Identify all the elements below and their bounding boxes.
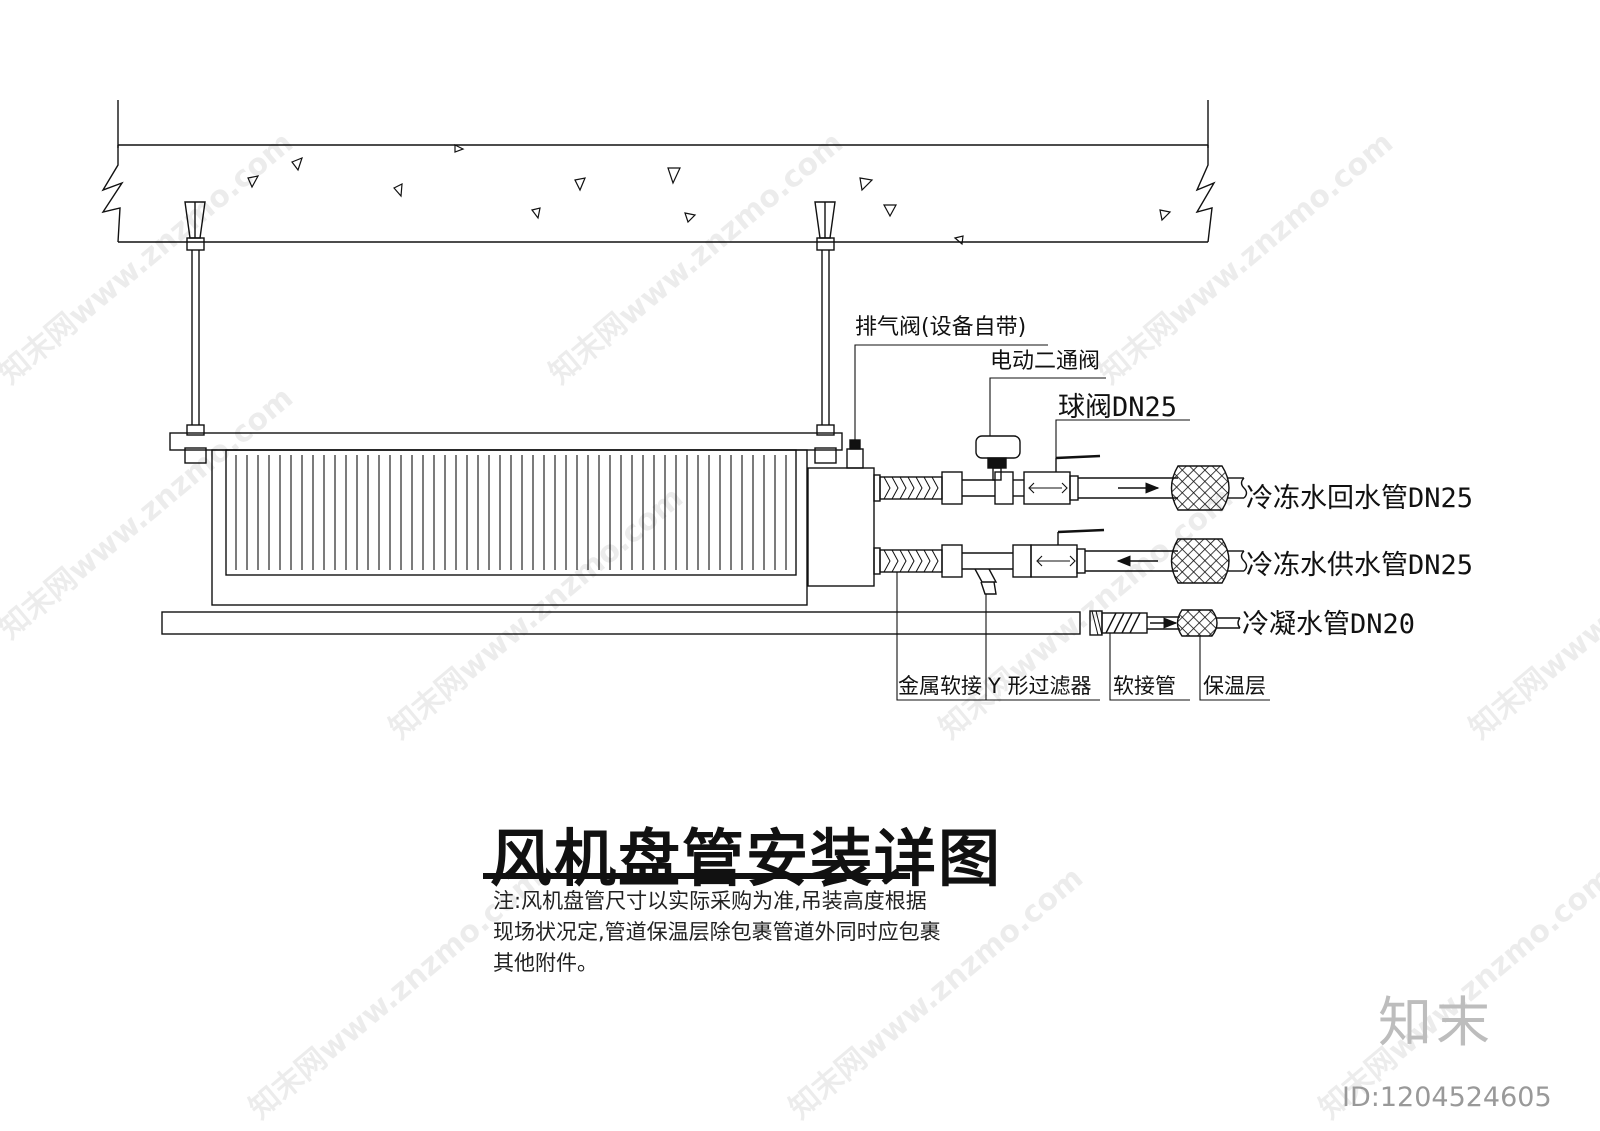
drawing-note: 注:风机盘管尺寸以实际采购为准,吊装高度根据现场状况定,管道保温层除包裹管道外同… [493,889,941,975]
watermark-4: 知末网www.znzmo.com [0,380,300,646]
hanger-rod-right [814,201,837,464]
brand-logo: 知末 [1378,991,1494,1054]
watermark-1: 知末网www.znzmo.com [0,125,300,391]
hanger-rod-left [184,201,207,464]
y-strainer [974,568,998,595]
label-supply-pipe: 冷冻水供水管DN25 [1246,550,1473,581]
motor-valve-actuator [975,435,1021,481]
ball-valve-return [1023,454,1101,505]
fan-coil-unit [161,432,1081,635]
label-air-vent: 排气阀(设备自带) [855,315,1026,340]
watermark-5: 知末网www.znzmo.com [383,480,690,746]
concrete-slab [101,100,1216,246]
leader-lines [854,344,1270,701]
insulation-supply [1170,538,1248,584]
unit-grille [235,455,787,570]
label-metal-flex: 金属软接 [898,674,982,698]
air-vent-valve [846,439,864,469]
label-ball-valve: 球阀DN25 [1058,392,1177,423]
label-motor-valve: 电动二通阀 [990,349,1100,374]
ball-valve-supply [1030,528,1105,578]
watermark-3: 知末网www.znzmo.com [1093,125,1400,391]
insulation-condensate [1176,609,1241,637]
drawing-title: 风机盘管安装详图 [490,822,1003,895]
label-condensate-pipe: 冷凝水管DN20 [1242,609,1415,640]
condensate-line [1089,609,1241,637]
supply-water-line [873,528,1248,595]
label-return-pipe: 冷冻水回水管DN25 [1246,483,1473,514]
label-insulation: 保温层 [1203,674,1266,698]
title-underline [483,873,910,879]
watermark-7: 知末网www.znzmo.com [1463,480,1600,746]
watermark-2: 知末网www.znzmo.com [543,125,850,391]
return-water-line [873,435,1248,511]
label-y-strainer: Y 形过滤器 [987,674,1092,698]
label-flex-pipe: 软接管 [1113,674,1176,698]
insulation-return [1170,465,1248,511]
document-id: ID:1204524605 [1342,1082,1552,1113]
